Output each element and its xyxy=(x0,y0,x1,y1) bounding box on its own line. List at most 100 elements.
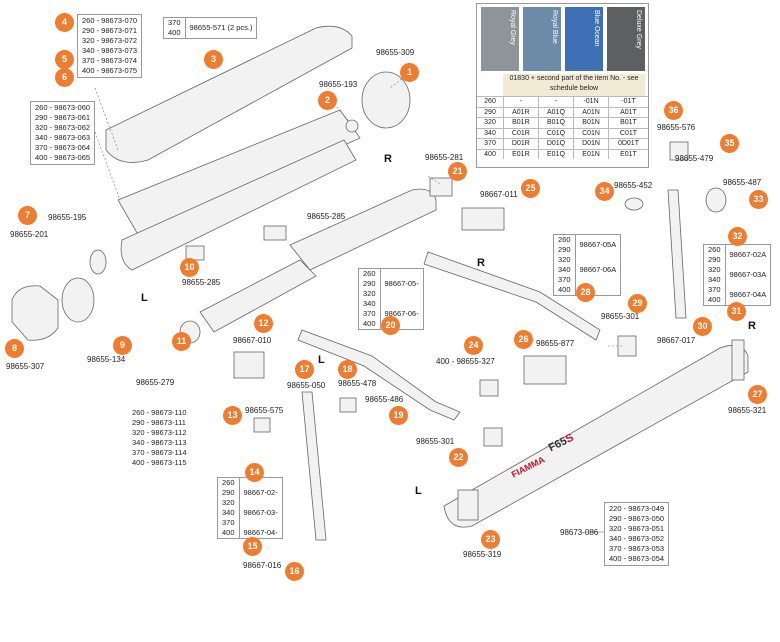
knob-part-drawing xyxy=(345,119,359,133)
end-cap-right-drawing xyxy=(361,71,411,129)
size-value: 260 xyxy=(222,478,235,487)
code-cell: - xyxy=(537,96,574,107)
code-cell: A01N xyxy=(573,106,609,118)
part-code: 98667-06A xyxy=(579,265,617,274)
code-cell: C01Q xyxy=(537,127,574,139)
casing-profile-drawing xyxy=(117,109,361,239)
end-cap-left-drawing xyxy=(11,285,59,341)
code-line: 260 - 98673-060 xyxy=(35,103,91,112)
size-cell: 340 xyxy=(477,127,504,139)
size-value: 340 xyxy=(558,265,571,274)
end-plug-drawing xyxy=(429,177,453,197)
side-label-left: L xyxy=(141,292,148,304)
part-code-29: 98655-301 xyxy=(601,312,640,321)
code-list-4-6: 260 - 98673-070 290 - 98673-071 320 - 98… xyxy=(77,14,143,78)
callout-25: 25 xyxy=(521,179,540,198)
code-list-canvas: 220 - 98673-049 290 - 98673-050 320 - 98… xyxy=(604,502,670,566)
callout-8: 8 xyxy=(5,339,24,358)
right-leg-drawing xyxy=(667,189,687,319)
callout-21: 21 xyxy=(448,162,467,181)
size-value: 260 xyxy=(708,245,721,254)
callout-29: 29 xyxy=(628,294,647,313)
part-code: 98667-03- xyxy=(243,508,278,517)
left-leg-drawing xyxy=(301,391,327,541)
swatch-label: Royal Blue xyxy=(551,10,558,44)
code-cell: D01Q xyxy=(537,138,574,149)
table-row: 260---01N-01T xyxy=(477,96,648,107)
size-cell: 320 xyxy=(477,117,504,128)
callout-36: 36 xyxy=(664,101,683,120)
callout-20: 20 xyxy=(381,316,400,335)
part-code-19: 98655-486 xyxy=(365,395,404,404)
size-cell: 370 xyxy=(477,138,504,149)
callout-7: 7 xyxy=(18,206,37,225)
code-box-20: 260 290 320 340 370 400 98667-05- 98667-… xyxy=(358,268,424,330)
code-cell: - xyxy=(503,96,539,107)
callout-6: 6 xyxy=(55,68,74,87)
size-value: 400 xyxy=(558,285,571,294)
code-line: 320 - 98673-051 xyxy=(609,524,665,533)
swatch-label: Deluxe Grey xyxy=(635,10,642,49)
swatch-blue-ocean xyxy=(565,7,603,71)
callout-27: 27 xyxy=(748,385,767,404)
part-code-7a: 98655-195 xyxy=(48,213,87,222)
part-code-24: 400 - 98655-327 xyxy=(436,357,495,366)
size-value: 370 xyxy=(558,275,571,284)
code-line: 370 - 98673-064 xyxy=(35,143,91,152)
clip-part-drawing xyxy=(483,427,503,447)
size-value: 400 xyxy=(363,319,376,328)
code-cell: -01N xyxy=(573,96,609,107)
part-code-22: 98655-301 xyxy=(416,437,455,446)
size-value: 290 xyxy=(558,245,571,254)
callout-30: 30 xyxy=(693,317,712,336)
code-line: 290 - 98673-071 xyxy=(82,26,138,35)
part-code-13: 98655-575 xyxy=(245,406,284,415)
rail-code: 98655-285 xyxy=(307,212,346,221)
size-value: 400 xyxy=(168,28,181,37)
code-line: 290 - 98673-050 xyxy=(609,514,665,523)
size-value: 260 xyxy=(363,269,376,278)
code-box-31: 260 290 320 340 370 400 98667-02A 98667-… xyxy=(703,244,772,306)
part-code-2: 98655-193 xyxy=(319,80,358,89)
code-cell: A01R xyxy=(503,106,539,118)
code-line: 320 - 98673-072 xyxy=(82,36,138,45)
part-code-9: 98655-134 xyxy=(87,355,126,364)
swatch-deluxe-grey xyxy=(607,7,645,71)
table-spacer xyxy=(385,289,419,309)
clip-part-drawing xyxy=(669,141,689,161)
callout-28: 28 xyxy=(576,283,595,302)
part-code-1: 98655-309 xyxy=(376,48,415,57)
knob-part-drawing xyxy=(705,187,727,213)
side-label-right: R xyxy=(477,257,485,269)
callout-19: 19 xyxy=(389,406,408,425)
callout-10: 10 xyxy=(180,258,199,277)
part-code-16: 98667-016 xyxy=(243,561,282,570)
code-box-14: 260 290 320 340 370 400 98667-02- 98667-… xyxy=(217,477,283,539)
callout-32: 32 xyxy=(728,227,747,246)
part-code-30: 98667-017 xyxy=(657,336,696,345)
clip-part-drawing xyxy=(253,417,271,433)
bracket-left-drawing xyxy=(61,277,95,323)
code-cell: C01T xyxy=(607,127,648,139)
size-value: 370 xyxy=(708,285,721,294)
table-spacer xyxy=(244,498,278,508)
part-code-26: 98655-877 xyxy=(536,339,575,348)
size-value: 320 xyxy=(363,289,376,298)
clip-part-drawing xyxy=(263,225,287,241)
size-value: 340 xyxy=(363,299,376,308)
size-value: 320 xyxy=(222,498,235,507)
callout-31: 31 xyxy=(727,302,746,321)
size-value: 370 xyxy=(168,18,181,27)
part-code: 98667-04A xyxy=(729,290,767,299)
part-code: 98667-06- xyxy=(384,309,419,318)
code-cell: 0D01T xyxy=(607,138,648,149)
part-code-35: 98655-479 xyxy=(675,154,714,163)
code-line: 320 - 98673-062 xyxy=(35,123,91,132)
part-code-21: 98655-281 xyxy=(425,153,464,162)
size-cell: 260 xyxy=(477,96,504,107)
code-cell: C01R xyxy=(503,127,539,139)
